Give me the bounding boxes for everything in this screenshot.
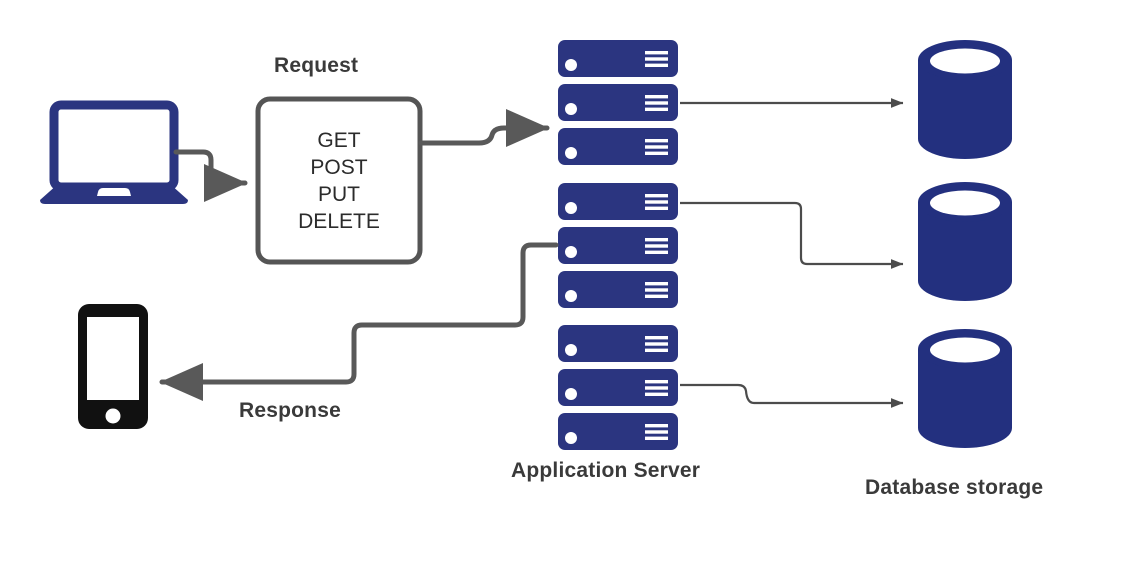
database-3 (918, 329, 1012, 448)
server-unit (558, 325, 678, 362)
server-unit (558, 40, 678, 77)
server-stack-3 (558, 325, 678, 450)
server-stack-3-to-database-3-connector (680, 383, 904, 408)
laptop-to-methods-box-connector (173, 149, 248, 202)
http-method-delete: DELETE (298, 210, 380, 233)
request-label: Request (274, 54, 359, 77)
server-stack-1 (558, 40, 678, 165)
http-methods-box (255, 96, 423, 265)
server-unit (558, 369, 678, 406)
server-unit (558, 84, 678, 121)
response-label: Response (239, 399, 341, 422)
methods-box-to-server-stack-1-connector (418, 109, 550, 147)
server-stack-2 (558, 183, 678, 308)
database-1 (918, 40, 1012, 159)
database-storage-label: Database storage (865, 476, 1044, 499)
server-unit (558, 183, 678, 220)
http-method-post: POST (310, 156, 368, 179)
application-server-label: Application Server (511, 459, 701, 482)
server-unit (558, 413, 678, 450)
http-method-get: GET (317, 129, 361, 152)
http-method-put: PUT (318, 183, 360, 206)
server-stack-2-to-smartphone-connector (159, 242, 559, 401)
laptop-icon (40, 100, 188, 204)
smartphone-icon (78, 304, 148, 429)
server-unit (558, 227, 678, 264)
database-2 (918, 182, 1012, 301)
server-stack-2-to-database-2-connector (680, 201, 904, 269)
server-unit (558, 128, 678, 165)
server-unit (558, 271, 678, 308)
